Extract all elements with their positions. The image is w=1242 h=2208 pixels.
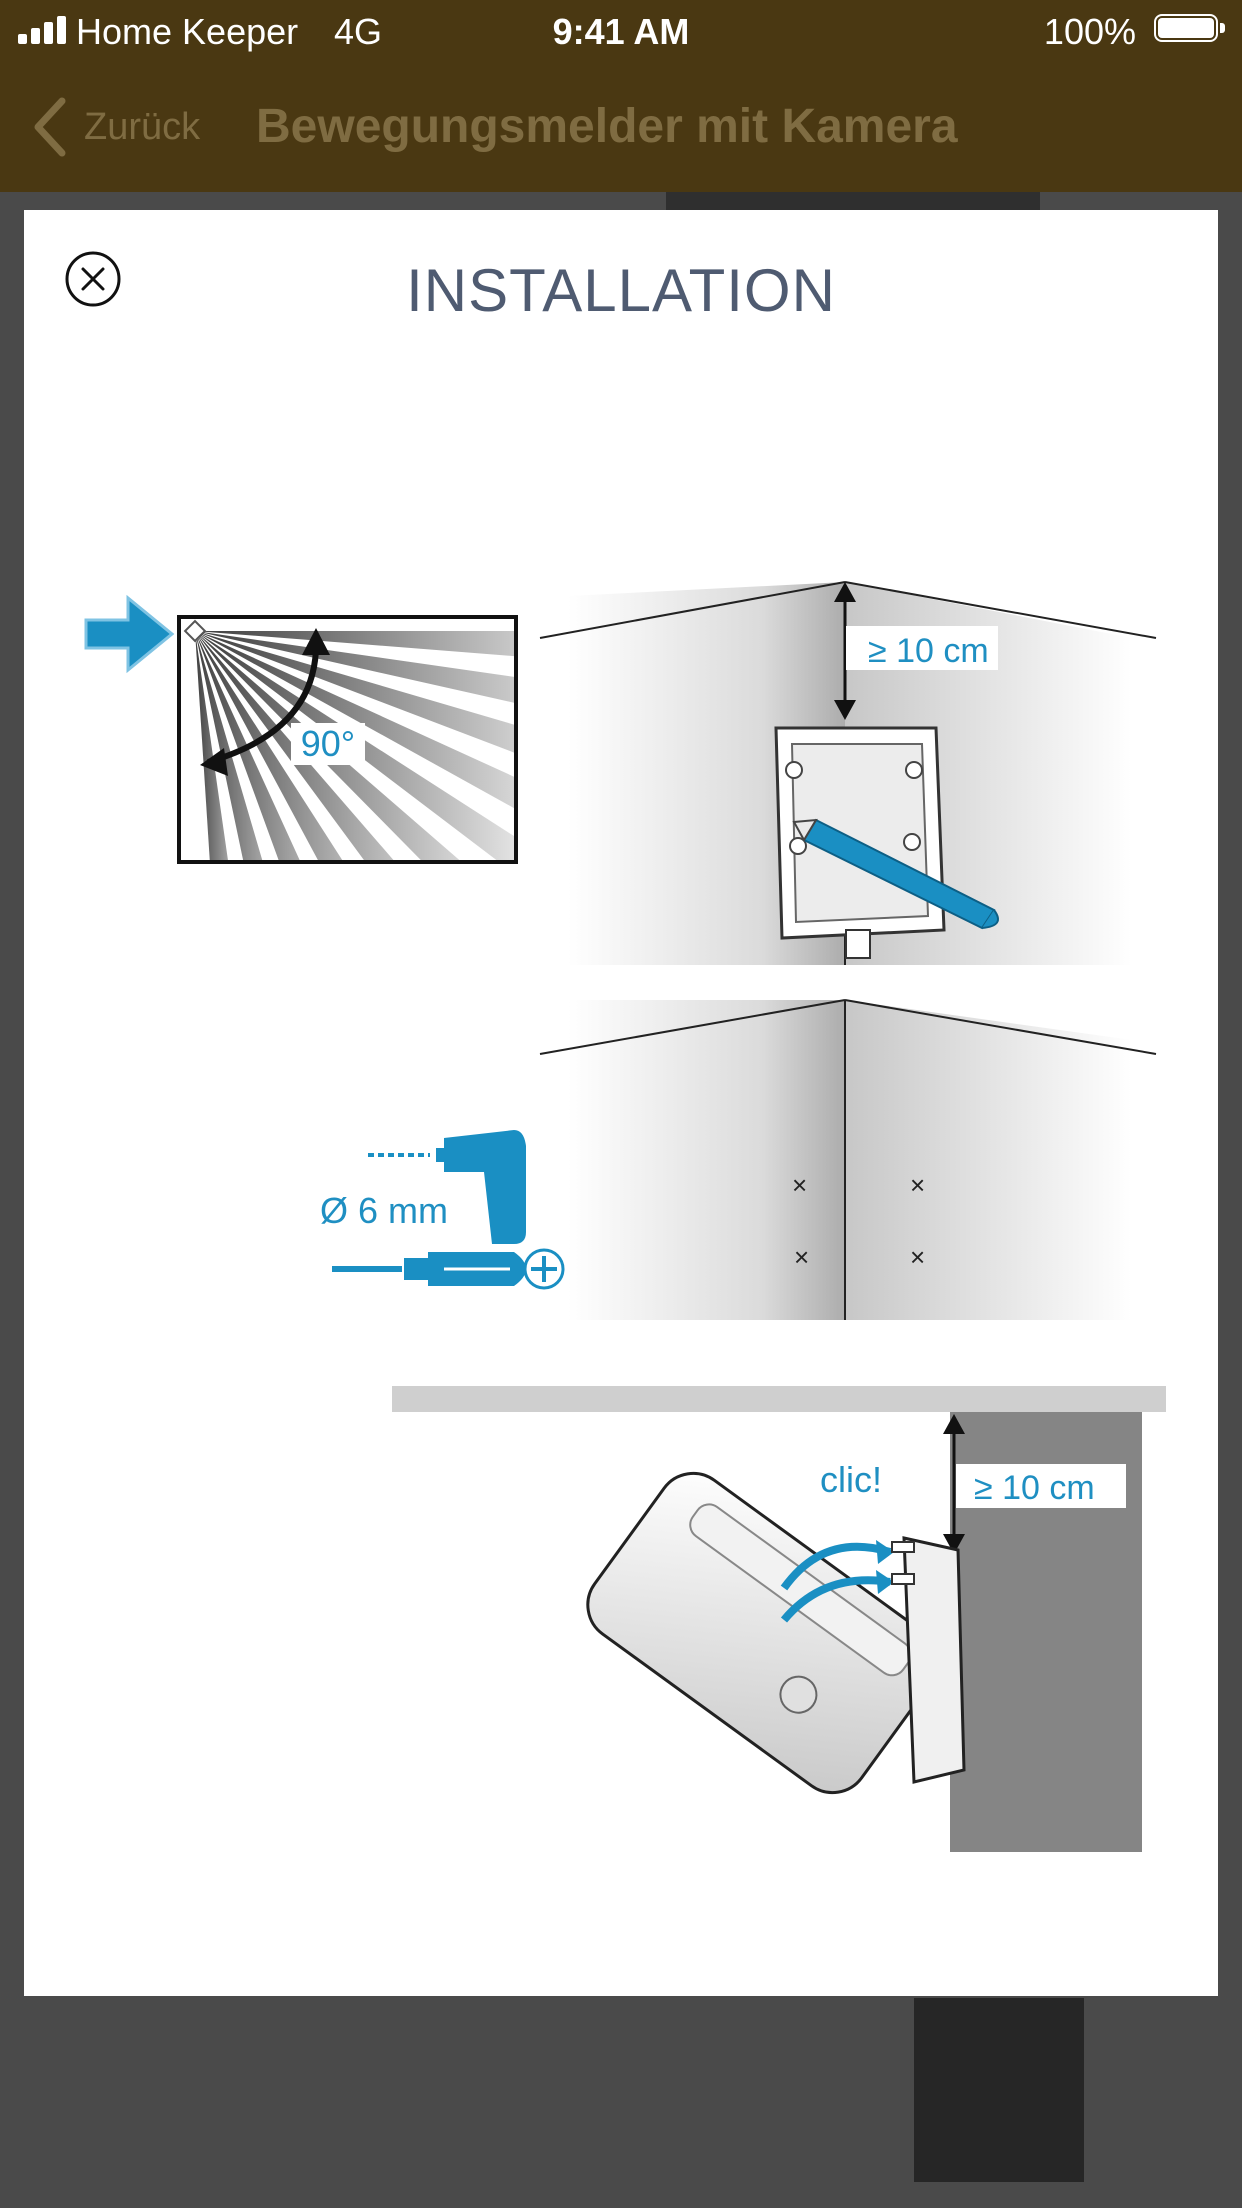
svg-text:×: ×: [910, 1170, 925, 1200]
sensor-ray: [195, 631, 313, 1042]
drilling-diagram: × × × ×: [539, 999, 1157, 1320]
signal-icon: [18, 16, 68, 44]
battery-icon: [1154, 14, 1226, 46]
sensor-ray: [195, 631, 255, 1050]
network-type: 4G: [334, 11, 383, 52]
arrow-right-icon: [84, 594, 175, 674]
status-time: 9:41 AM: [552, 11, 690, 52]
phillips-icon: [523, 1248, 565, 1290]
room-coverage-diagram: 90°: [177, 615, 615, 1050]
chevron-left-icon: [34, 97, 66, 157]
sensor-ray: [195, 631, 598, 781]
clip-device-diagram: ≥ 10 cm clic!: [392, 1386, 1166, 1852]
screwdriver-icon: [332, 1252, 526, 1286]
modal-title: INSTALLATION: [406, 257, 836, 324]
distance-label-bottom: ≥ 10 cm: [974, 1469, 1095, 1507]
svg-text:×: ×: [794, 1242, 809, 1272]
sensor-ray: [195, 631, 422, 1001]
back-label: Zurück: [84, 105, 201, 148]
installation-modal: 90° ≥ 10 cm: [24, 210, 1218, 1996]
top-bar: Home Keeper 4G 9:41 AM 100% Zurück Beweg…: [0, 0, 1242, 192]
drill-diameter-label: Ø 6 mm: [320, 1190, 448, 1231]
battery-percentage: 100%: [1043, 11, 1136, 52]
angle-label: 90°: [301, 723, 355, 764]
svg-text:×: ×: [910, 1242, 925, 1272]
sensor-ray: [195, 631, 577, 835]
sensor-ray: [195, 631, 615, 664]
background-content: [666, 192, 1040, 210]
installation-illustration: 90° ≥ 10 cm: [84, 581, 1166, 1852]
drill-icon: [368, 1130, 526, 1244]
mounting-plate-diagram: ≥ 10 cm: [524, 581, 1164, 1000]
distance-label-top: ≥ 10 cm: [868, 632, 989, 670]
pencil-icon: [792, 818, 999, 930]
back-button[interactable]: Zurück: [30, 92, 200, 162]
close-button[interactable]: [64, 250, 122, 308]
nav-title: Bewegungsmelder mit Kamera: [256, 100, 958, 153]
svg-text:×: ×: [792, 1170, 807, 1200]
carrier-name: Home Keeper: [76, 11, 299, 52]
click-label: clic!: [820, 1459, 882, 1500]
background-content: [914, 1998, 1084, 2182]
